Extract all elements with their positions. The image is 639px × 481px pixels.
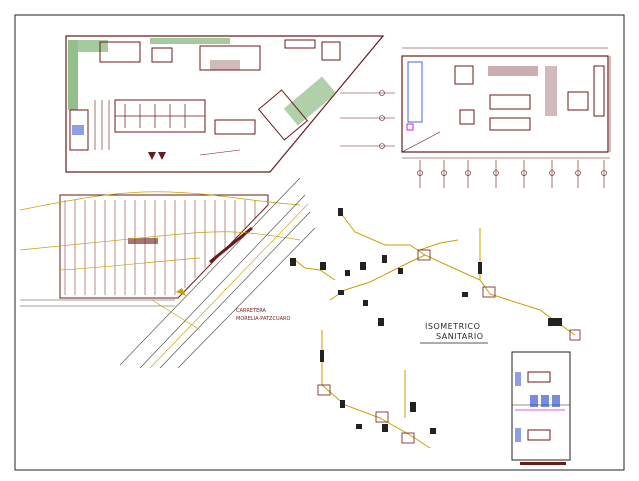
- roof-plan: [19, 177, 316, 369]
- road-label-line-1: CARRETERA: [236, 308, 266, 314]
- floor-plan-outline: [401, 55, 609, 153]
- highway: [20, 177, 316, 369]
- fixtures: [317, 249, 581, 444]
- vegetation-strip: [68, 38, 337, 126]
- building-top-1: [99, 41, 141, 63]
- floor-plan: [340, 47, 611, 188]
- site-plan: [65, 35, 385, 173]
- bathroom-detail: [511, 351, 571, 465]
- column-grid: [340, 90, 607, 188]
- isometric-title-line-1: ISOMETRICO: [425, 322, 481, 331]
- fixture-symbols: [290, 208, 562, 434]
- roof-outline: [59, 194, 269, 299]
- sheet-border: [14, 14, 625, 471]
- isometric-title-line-2: SANITARIO: [436, 332, 484, 341]
- parking-bays: [94, 100, 110, 150]
- bathroom-outline: [511, 351, 571, 461]
- site-boundary: [65, 35, 385, 173]
- road-label-line-2: MORELIA-PATZCUARO: [236, 316, 291, 322]
- isometric-sanitary: [290, 208, 581, 449]
